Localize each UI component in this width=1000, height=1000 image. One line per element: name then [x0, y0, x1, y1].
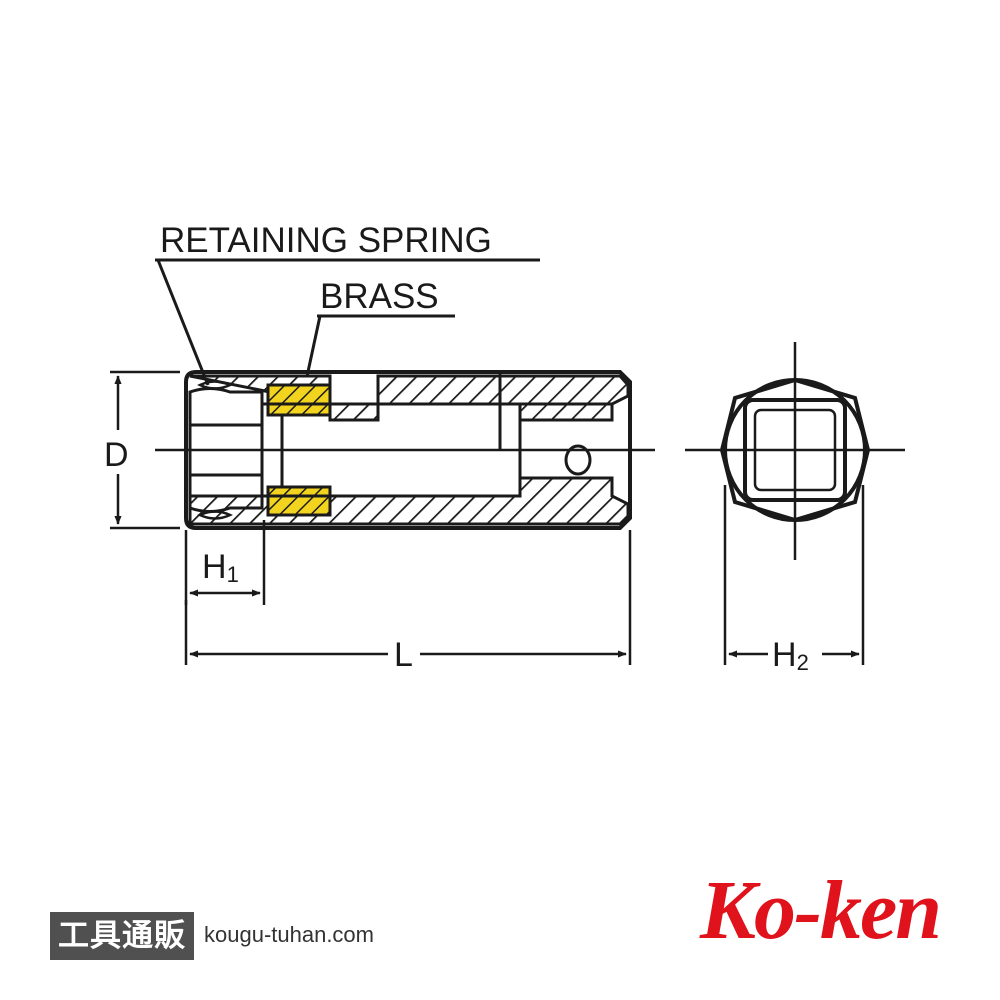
- h2-subscript: 2: [797, 650, 809, 675]
- shop-url: kougu-tuhan.com: [204, 922, 374, 947]
- socket-side-section: [155, 370, 655, 530]
- retaining-spring-leader: [156, 259, 210, 386]
- retaining-spring-ring: [197, 380, 233, 390]
- socket-end-view: [685, 342, 905, 560]
- brass-label: BRASS: [320, 277, 439, 316]
- retaining-spring-ring-lower: [197, 510, 233, 520]
- ball-detent-hole: [564, 444, 592, 476]
- upper-wall-hatch: [189, 374, 630, 422]
- retaining-spring-label: RETAINING SPRING: [160, 221, 492, 260]
- h1-subscript: 1: [227, 562, 239, 587]
- l-label: L: [394, 636, 413, 674]
- dimension-h1: H1: [184, 520, 266, 605]
- outer-circle: [723, 378, 867, 522]
- shop-badge: 工具通販: [50, 912, 194, 960]
- socket-outer-outline: [184, 370, 632, 530]
- dimension-h2: H2: [723, 485, 865, 675]
- dimension-d: D: [104, 370, 180, 530]
- h2-label: H2: [772, 636, 809, 675]
- hex-opening-profile: [188, 387, 264, 513]
- dimension-l: L: [184, 530, 632, 674]
- h1-letter: H: [202, 548, 227, 586]
- brass-insert-lower: [266, 485, 332, 517]
- h2-letter: H: [772, 636, 797, 674]
- d-label: D: [104, 436, 129, 474]
- lower-wall-hatch: [188, 476, 630, 526]
- square-drive-inner: [753, 408, 837, 492]
- h1-label: H1: [202, 548, 239, 587]
- square-drive-outline: [743, 398, 847, 502]
- koken-logo: Ko-ken: [700, 864, 942, 957]
- brass-insert-upper: [266, 383, 332, 417]
